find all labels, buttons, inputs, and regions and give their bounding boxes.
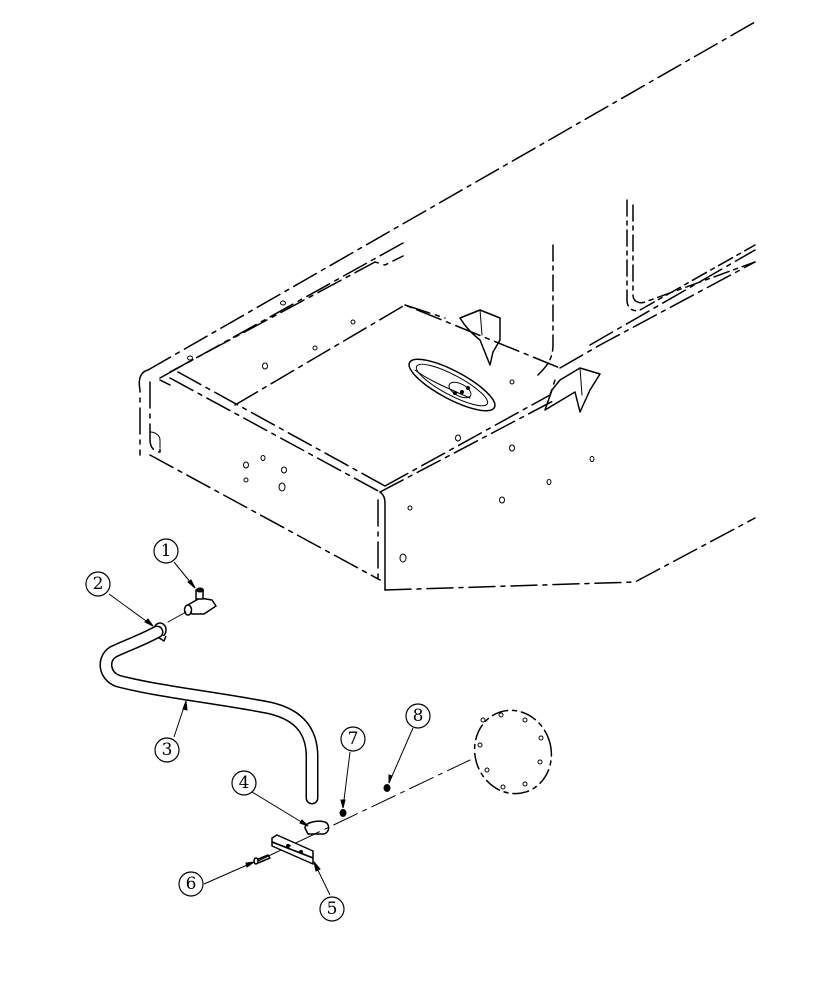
flange-cover <box>473 709 553 795</box>
callout-1: 1 <box>153 538 179 564</box>
callout-5: 5 <box>319 896 345 922</box>
callout-7: 7 <box>340 726 366 752</box>
chassis-frame <box>138 21 756 591</box>
part-8-nut <box>383 784 391 792</box>
callout-4-label: 4 <box>239 773 250 793</box>
bracket-right <box>544 367 601 413</box>
callout-5-label: 5 <box>327 899 338 919</box>
callout-8-label: 8 <box>413 706 424 726</box>
tank-opening <box>408 358 496 412</box>
callout-2-label: 2 <box>93 574 104 594</box>
assembly-centerline <box>257 759 471 862</box>
leader-lines <box>108 561 414 896</box>
callout-3: 3 <box>154 737 180 763</box>
callout-6-label: 6 <box>186 874 197 894</box>
callout-1-label: 1 <box>161 541 172 561</box>
callout-2: 2 <box>85 571 111 597</box>
part-1-fitting <box>183 587 217 616</box>
callout-7-label: 7 <box>348 729 359 749</box>
part-3-hose <box>99 625 319 805</box>
callout-8: 8 <box>405 703 431 729</box>
part-5-plate <box>271 834 314 865</box>
callout-3-label: 3 <box>162 740 173 760</box>
bracket-left <box>459 309 501 366</box>
callout-4: 4 <box>231 770 257 796</box>
part-4-clip <box>304 820 330 835</box>
part-7-washer <box>339 809 347 817</box>
callout-6: 6 <box>178 871 204 897</box>
